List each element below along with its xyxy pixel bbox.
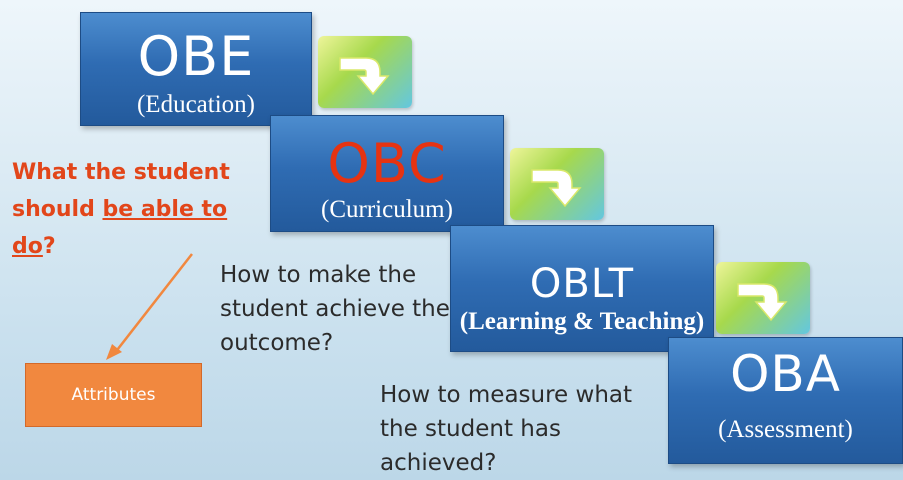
curved-down-arrow-icon (510, 148, 604, 220)
step-obc-subtitle: (Curriculum) (321, 196, 453, 223)
attributes-box: Attributes (25, 363, 202, 427)
step-obc-code: OBC (327, 132, 447, 195)
curved-down-arrow-icon (318, 36, 412, 108)
step-obe-code: OBE (137, 25, 255, 88)
curved-down-arrow-icon (716, 262, 810, 334)
step-oblt-box: OBLT (Learning & Teaching) (450, 225, 714, 352)
question-achieve-outcome: How to make the student achieve the outc… (220, 258, 450, 360)
step-oba-subtitle: (Assessment) (718, 416, 853, 443)
question-measure-achievement: How to measure what the student has achi… (380, 378, 632, 480)
question-line-2: should be able to (12, 191, 230, 228)
achieve-line-2: student achieve the (220, 296, 450, 322)
step-obe-box: OBE (Education) (80, 12, 312, 126)
achieve-line-1: How to make the (220, 262, 417, 288)
question-mark: ? (42, 234, 56, 259)
question-line-3: do? (12, 228, 230, 265)
question-line-1: What the student (12, 160, 230, 185)
step-obc-box: OBC (Curriculum) (270, 115, 504, 232)
question-line-2a: should (12, 197, 103, 222)
achieve-line-3: outcome? (220, 330, 334, 356)
measure-line-3: achieved? (380, 450, 497, 476)
question-underlined: be able to (102, 197, 228, 222)
step-oblt-subtitle: (Learning & Teaching) (459, 308, 705, 335)
step-oba-box: OBA (Assessment) (668, 337, 903, 464)
step-oblt-code: OBLT (529, 261, 635, 307)
step-obe-subtitle: (Education) (136, 91, 255, 118)
question-do-underlined: do (12, 234, 43, 259)
measure-line-2: the student has (380, 416, 561, 442)
step-oba-code: OBA (730, 345, 841, 403)
question-able-to-do: What the student should be able to do? (12, 154, 230, 265)
measure-line-1: How to measure what (380, 382, 633, 408)
pointer-arrow (106, 253, 193, 360)
